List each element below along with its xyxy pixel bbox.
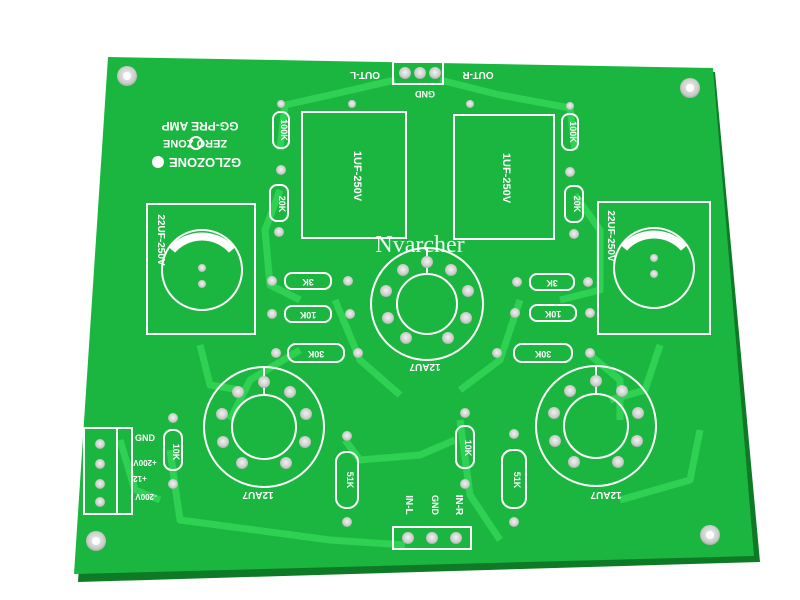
elec-cap-right-outline [597,201,711,335]
film-cap-left-outline [301,111,407,239]
r10k-input-right-label: 10K [463,440,473,457]
r20k-right-label: 20K [572,196,582,213]
via-pad [348,100,356,108]
tube-socket-right [535,365,657,487]
mounting-holes [86,66,720,551]
r100k-left-label: 100K [279,119,289,141]
brand-logo: ZERO ZONE [163,137,227,149]
resistor-51k-left [335,431,359,527]
resistor-20k-left [269,184,289,237]
v12-label: +12 [133,474,147,483]
in-r-label: IN-R [453,495,464,516]
r30k-right-label: 30K [534,349,551,359]
zero-zone-logo-icon [189,136,203,150]
resistor-10k-input-right [455,408,475,489]
elec-cap-right-label: 22UF-250V [605,210,616,261]
in-connector [392,526,472,550]
r20k-left-label: 20K [277,196,287,213]
watermark-text: Nvarcher [375,232,464,258]
tube-right-label: 12AU7 [590,489,622,500]
brand-name: GZLOZONE [169,155,242,170]
resistor-20k-right [564,185,584,239]
v200n-label: -200V [135,492,157,501]
r3k-right-label: 3K [546,278,558,288]
tube-center-label: 12AU7 [409,361,441,372]
resistor-10k-input-left [163,413,183,489]
elec-cap-right-polarity [621,230,687,251]
r51k-left-label: 51K [345,472,355,489]
pcb-board [74,57,754,574]
via-pad [466,100,474,108]
r10k-right-label: 10K [544,309,561,319]
gnd-top-label: GND [415,89,436,99]
in-l-label: IN-L [403,495,414,514]
elec-cap-left-label: 22UF-250V [155,214,166,265]
elec-cap-left-outline [146,203,256,335]
elec-cap-left-body [161,229,243,311]
r100k-right-label: 100K [568,121,578,143]
out-connector [392,61,444,85]
resistor-10k-left [267,305,355,323]
r30k-left-label: 30K [307,349,324,359]
r10k-input-left-label: 10K [171,444,181,461]
elec-cap-right-body [613,227,695,309]
brand-block: GG-PRE AMP ZERO ZONE GZLOZONE [152,119,241,170]
elec-cap-left-polarity [169,232,235,253]
resistor-100k-left [272,100,290,175]
board-title: GG-PRE AMP [162,119,239,133]
out-connector-pads [399,67,441,79]
resistor-10k-right [510,304,595,322]
film-cap-left-label: 1UF-250V [351,151,363,202]
tube-socket-left [203,366,325,488]
resistor-30k-right [492,343,595,363]
power-connector [83,427,133,515]
film-cap-right-label: 1UF-250V [500,153,512,204]
power-connector-pads [95,439,105,507]
r51k-right-label: 51K [512,472,522,489]
out-r-label: OUT-R [462,69,494,80]
resistor-3k-right [512,273,593,291]
tube-left-label: 12AU7 [242,489,274,500]
resistor-100k-right [561,102,579,177]
resistor-3k-left [267,272,353,290]
film-cap-right-outline [453,114,555,240]
registered-mark-icon [152,156,164,168]
gnd-power-label: GND [135,433,156,443]
copper-traces [116,76,704,549]
in-connector-pads [402,532,462,544]
resistor-51k-right [501,429,527,527]
tube-socket-center [370,247,484,361]
resistor-30k-left [271,343,363,363]
gnd-bottom-label: GND [430,495,440,516]
v200p-label: +200V [133,458,157,467]
out-l-label: OUT-L [350,69,380,80]
r3k-left-label: 3K [302,277,314,287]
r10k-left-label: 10K [299,310,316,320]
